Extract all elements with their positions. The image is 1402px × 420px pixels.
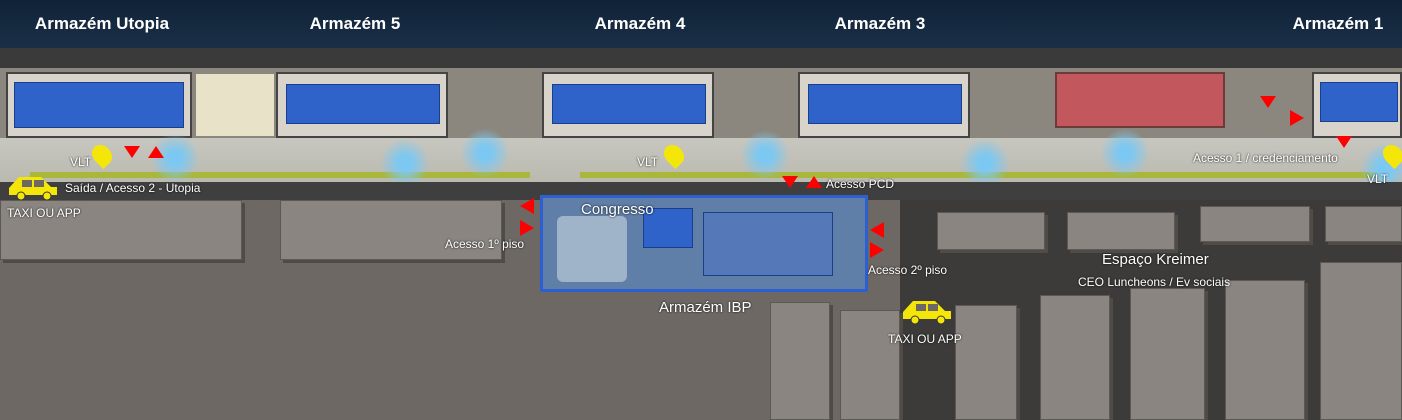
entry-arrow-icon <box>782 176 798 188</box>
access-floor2-label: Acesso 2º piso <box>868 263 948 277</box>
congresso-label: Congresso <box>581 201 654 218</box>
building <box>770 302 830 420</box>
header-bar: Armazém Utopia Armazém 5 Armazém 4 Armaz… <box>0 0 1402 50</box>
entry-arrow-icon <box>1290 110 1304 126</box>
exit-arrow-icon <box>148 146 164 158</box>
plaza <box>196 74 274 136</box>
entry-arrow-icon <box>124 146 140 158</box>
warehouse-5 <box>276 72 448 138</box>
label-armazem-4: Armazém 4 <box>594 14 686 33</box>
taxi-label: TAXI OU APP <box>888 332 962 346</box>
entry-arrow-icon <box>1260 96 1276 108</box>
access1-label: Acesso 1 / credenciamento <box>1193 151 1338 165</box>
building <box>937 212 1045 250</box>
access-floor1-label: Acesso 1º piso <box>445 237 525 251</box>
label-armazem-1: Armazém 1 <box>1292 14 1384 33</box>
armazem-ibp-building[interactable] <box>540 195 868 292</box>
building <box>840 310 900 420</box>
vlt-label: VLT <box>637 155 659 169</box>
label-armazem-3: Armazém 3 <box>834 14 926 33</box>
building <box>1067 212 1175 250</box>
exit-arrow-icon <box>520 198 534 214</box>
warehouse-1 <box>1312 72 1402 138</box>
exit-arrow-icon <box>870 222 884 238</box>
warehouse-utopia <box>6 72 192 138</box>
promenade <box>0 128 1402 193</box>
taxi-icon <box>9 177 57 200</box>
taxi-icon <box>903 301 951 324</box>
kreimer-subtitle: CEO Luncheons / Ev sociais <box>1078 275 1231 289</box>
building <box>1325 206 1402 242</box>
taxi-label: TAXI OU APP <box>7 206 81 220</box>
vlt-label: VLT <box>1367 172 1389 186</box>
building <box>1040 295 1110 420</box>
warehouse-3 <box>798 72 970 138</box>
building <box>1130 288 1205 420</box>
entry-arrow-icon <box>1336 136 1352 148</box>
kreimer-label: Espaço Kreimer <box>1102 251 1209 268</box>
vlt-label: VLT <box>70 155 92 169</box>
building <box>280 200 502 260</box>
auditorium <box>557 216 627 282</box>
building <box>1225 280 1305 420</box>
exit-utopia-label: Saída / Acesso 2 - Utopia <box>65 181 201 195</box>
road <box>0 182 1402 200</box>
exit-arrow-icon <box>806 176 822 188</box>
building <box>1200 206 1310 242</box>
access-pcd-label: Acesso PCD <box>826 177 895 191</box>
armazem-ibp-label: Armazém IBP <box>659 299 752 316</box>
label-armazem-utopia: Armazém Utopia <box>34 14 170 33</box>
entry-arrow-icon <box>870 242 884 258</box>
label-armazem-5: Armazém 5 <box>309 14 401 33</box>
warehouse-2-red-roof <box>1055 72 1225 128</box>
warehouse-4 <box>542 72 714 138</box>
building <box>1320 262 1402 420</box>
entry-arrow-icon <box>520 220 534 236</box>
building <box>0 200 242 260</box>
building <box>955 305 1017 420</box>
